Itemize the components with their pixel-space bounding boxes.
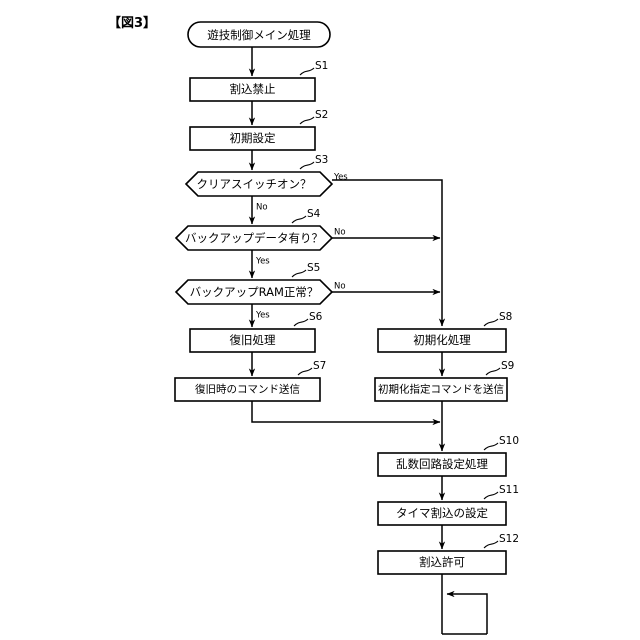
branch-label-s3-yes: Yes <box>333 173 348 183</box>
step-label-s10: S10 <box>499 435 519 447</box>
node-s7-shape <box>174 377 321 402</box>
edge-s7-to-trunk <box>251 401 441 426</box>
step-label-s12: S12 <box>499 533 519 545</box>
leader-s12 <box>483 540 499 549</box>
node-s4-label: バックアップデータ有り？ <box>185 231 323 245</box>
leader-s10 <box>483 442 499 451</box>
step-label-s2: S2 <box>315 109 328 121</box>
branch-label-s5-yes: Yes <box>255 311 270 321</box>
step-label-s5: S5 <box>307 262 320 274</box>
leader-s8 <box>483 318 499 327</box>
step-label-s7: S7 <box>313 360 326 372</box>
branch-label-s4-yes: Yes <box>255 257 270 267</box>
node-s3-shape <box>184 171 334 197</box>
edge-loop-back <box>446 590 488 634</box>
leader-s1 <box>299 67 315 76</box>
leader-s2 <box>299 116 315 125</box>
branch-label-s3-no: No <box>256 203 268 213</box>
node-start-label: 遊技制御メイン処理 <box>207 28 311 42</box>
node-s6-label: 復旧処理 <box>230 333 276 347</box>
branch-label-s4-no: No <box>334 228 346 238</box>
node-s7-label: 復旧時のコマンド送信 <box>195 383 300 396</box>
node-s8-label: 初期化処理 <box>413 333 471 347</box>
leader-s3 <box>299 161 315 170</box>
step-label-s4: S4 <box>307 208 321 220</box>
step-label-s8: S8 <box>499 311 512 323</box>
branch-label-s5-no: No <box>334 282 346 292</box>
leader-s5 <box>291 269 307 278</box>
node-s3-label: クリアスイッチオン？ <box>197 177 312 191</box>
leader-s7 <box>297 367 313 376</box>
node-s9-shape <box>374 377 508 402</box>
step-label-s1: S1 <box>315 60 328 72</box>
node-s2-label: 初期設定 <box>230 131 276 145</box>
leader-s4 <box>291 215 307 224</box>
node-s10-label: 乱数回路設定処理 <box>396 457 488 471</box>
node-s11-label: タイマ割込の設定 <box>396 506 488 520</box>
node-start-shape <box>187 21 331 48</box>
node-s12-label: 割込許可 <box>419 555 465 569</box>
step-label-s6: S6 <box>309 311 323 323</box>
node-s9-label: 初期化指定コマンドを送信 <box>378 383 504 396</box>
leader-s11 <box>483 491 499 500</box>
node-s1-label: 割込禁止 <box>230 82 276 96</box>
leader-s9 <box>485 367 501 376</box>
step-label-s11: S11 <box>499 484 519 496</box>
step-label-s3: S3 <box>315 154 328 166</box>
node-s5-label: バックアップRAM正常？ <box>190 285 319 299</box>
figure-label: 【図3】 <box>108 15 156 31</box>
edge-s3-yes-to-s8 <box>332 179 446 327</box>
step-label-s9: S9 <box>501 360 514 372</box>
leader-s6 <box>293 318 309 327</box>
